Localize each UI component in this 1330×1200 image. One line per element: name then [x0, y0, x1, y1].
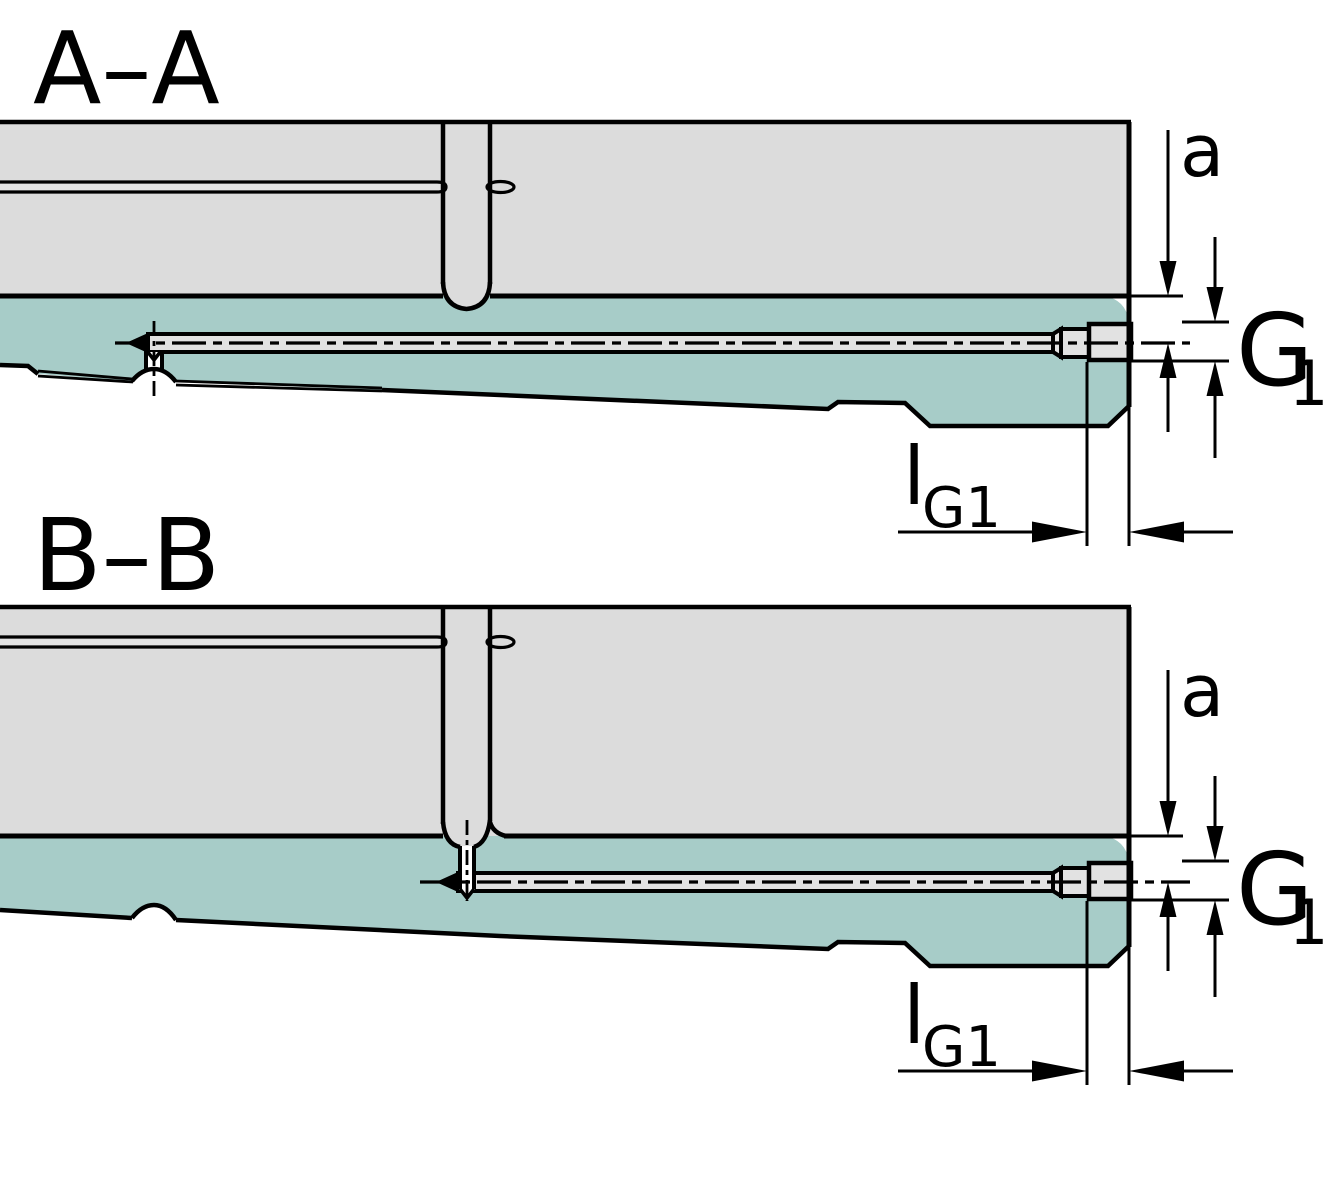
ext-lines-bore — [1131, 859, 1229, 902]
arrow-up — [1206, 900, 1224, 935]
arrow-right — [1032, 1060, 1087, 1082]
screw-hole-section-ellipse — [485, 179, 516, 195]
slot-taper-walls — [440, 819, 493, 850]
bottom-profile — [381, 387, 1131, 429]
dim-g1: G 1 — [1131, 237, 1328, 458]
dim-g1-label: G — [1236, 831, 1314, 948]
bottom-chamfer-sliver-left — [37, 369, 134, 384]
bottom-left-step — [0, 362, 40, 376]
arrow-left — [1129, 1060, 1184, 1082]
clamp-slot-pocket — [443, 790, 490, 847]
arrow-down — [1159, 801, 1177, 836]
nozzle-bore — [460, 846, 474, 890]
tool-body-cross-section — [0, 122, 1131, 296]
nozzle-drill-cone — [458, 887, 476, 901]
section-a-a: a G 1 l G1 A–A — [0, 10, 1328, 546]
blade-kerf-slit — [0, 635, 448, 649]
section-b-title: B–B — [33, 497, 220, 614]
ext-lines-length — [1085, 901, 1131, 1085]
dim-lg1-label: l — [903, 430, 925, 523]
section-a-title: A–A — [33, 10, 220, 127]
dim-g1-subscript: 1 — [1289, 347, 1328, 420]
blade-carrier-cross-section — [0, 296, 1129, 426]
arrow-up — [1206, 361, 1224, 396]
body-outlines — [0, 119, 1132, 429]
dim-a-label: a — [1180, 649, 1224, 733]
dim-a-label: a — [1180, 109, 1224, 193]
arrow-left — [1129, 521, 1184, 543]
blade-kerf-slit — [0, 180, 448, 194]
section-b-b: a G 1 l G1 B–B — [0, 497, 1328, 1085]
arrow-right — [1032, 521, 1087, 543]
arrow-down — [1159, 261, 1177, 296]
nozzle-bore-walls — [458, 846, 476, 889]
dim-lg1-label: l — [903, 969, 925, 1062]
dim-lg1-subscript: G1 — [922, 1015, 1001, 1080]
ext-lines-length — [1085, 362, 1131, 546]
dim-lg1: l G1 — [898, 362, 1233, 546]
clamp-slot-walls — [440, 605, 493, 824]
arrow-down — [1206, 826, 1224, 861]
nozzle-spotface-recess — [130, 366, 178, 384]
bottom-chamfer-sliver-right — [175, 379, 383, 393]
nozzle-spotface-recess — [130, 902, 178, 922]
dim-g1-label: G — [1236, 292, 1314, 409]
dim-a: a — [1131, 109, 1224, 432]
dim-lg1: l G1 — [898, 901, 1233, 1085]
ext-lines-bore — [1131, 320, 1229, 363]
dim-g1: G 1 — [1131, 776, 1328, 997]
arrow-down — [1206, 287, 1224, 322]
dim-g1-subscript: 1 — [1289, 886, 1328, 959]
slot-bottom-radius — [440, 281, 493, 312]
body-outlines — [0, 604, 1132, 969]
clamp-slot-pocket — [443, 250, 490, 309]
screw-hole-section-ellipse — [485, 634, 516, 650]
blade-carrier-cross-section — [0, 836, 1129, 966]
bottom-profile — [175, 917, 1131, 969]
clamp-slot-walls — [440, 120, 493, 284]
dim-lg1-subscript: G1 — [922, 476, 1001, 541]
dim-a: a — [1131, 649, 1224, 971]
bottom-left-edge — [0, 907, 133, 921]
